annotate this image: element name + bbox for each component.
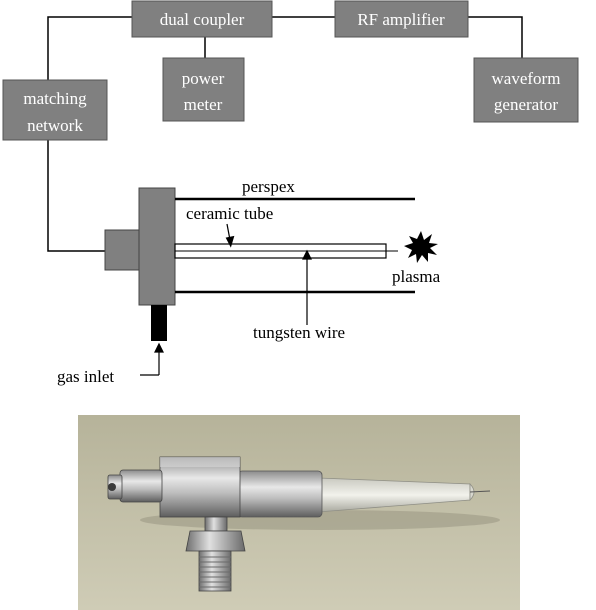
tungsten-wire-label: tungsten wire	[253, 323, 345, 342]
gas-inlet-pipe	[151, 305, 167, 341]
torch-schematic: perspex ceramic tube plasma tungsten wir…	[57, 177, 441, 386]
power-meter-box: power meter	[162, 57, 245, 122]
photo-thread	[198, 550, 232, 592]
plasma-label: plasma	[392, 267, 441, 286]
matching-network-box: matching network	[2, 79, 108, 141]
gas-inlet-label: gas inlet	[57, 367, 114, 386]
power-meter-label-line2: meter	[184, 95, 223, 114]
rf-connector	[104, 229, 140, 271]
dual-coupler-box: dual coupler	[131, 0, 273, 38]
ceramic-tube-label: ceramic tube	[186, 204, 273, 223]
photo-bnc	[119, 469, 163, 503]
wire-coupler-to-network	[47, 16, 132, 80]
rf-amplifier-box: RF amplifier	[334, 0, 469, 38]
rf-amplifier-label: RF amplifier	[357, 10, 445, 29]
matching-network-label-line2: network	[27, 116, 83, 135]
power-meter-label-line1: power	[182, 69, 225, 88]
dual-coupler-label: dual coupler	[160, 10, 245, 29]
wire-network-to-torch	[47, 140, 105, 252]
waveform-generator-box: waveform generator	[473, 57, 579, 123]
waveform-generator-label-line2: generator	[494, 95, 559, 114]
plasma-icon	[404, 231, 438, 263]
perspex-label: perspex	[242, 177, 295, 196]
torch-body	[138, 187, 176, 306]
photo-gas-stem	[204, 516, 228, 532]
wire-amplifier-to-generator	[468, 16, 523, 58]
photo-cylinder	[237, 470, 323, 518]
torch-photo	[78, 415, 520, 610]
matching-network-label-line1: matching	[23, 89, 87, 108]
wiring	[47, 16, 523, 252]
photo-hex-nut	[185, 530, 246, 552]
waveform-generator-label-line1: waveform	[492, 69, 561, 88]
